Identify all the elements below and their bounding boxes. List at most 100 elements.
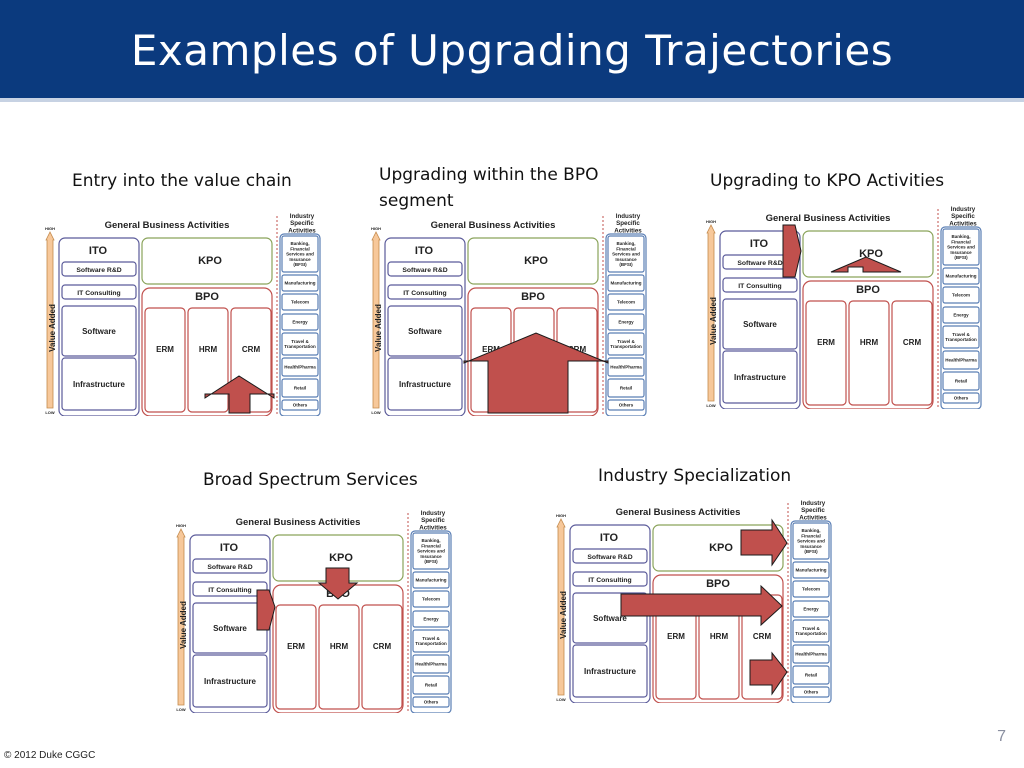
industry-item-label: Retail	[805, 673, 817, 678]
svg-text:Travel &: Travel &	[952, 332, 970, 337]
svg-text:Others: Others	[619, 403, 634, 408]
svg-text:Health/Pharma: Health/Pharma	[610, 365, 642, 370]
ito-item	[387, 357, 463, 411]
svg-text:Transportation: Transportation	[945, 337, 977, 342]
kpo-title: KPO	[329, 552, 353, 564]
industry-item	[281, 399, 319, 411]
svg-text:Health/Pharma: Health/Pharma	[284, 365, 316, 370]
slide-number: 7	[997, 728, 1006, 745]
industry-item	[412, 654, 450, 674]
axis-high-label: HIGH	[706, 219, 716, 224]
axis-low-label: LOW	[45, 410, 55, 415]
svg-text:Energy: Energy	[423, 617, 439, 622]
ito-item	[61, 284, 137, 300]
svg-text:Activities: Activities	[949, 220, 977, 227]
caption-entry: Entry into the value chain	[72, 171, 292, 191]
svg-text:Manufacturing: Manufacturing	[416, 578, 447, 583]
ito-item-label: Infrastructure	[584, 667, 637, 676]
industry-item	[792, 580, 830, 598]
axis-low-label: LOW	[371, 410, 381, 415]
svg-text:Health/Pharma: Health/Pharma	[945, 358, 977, 363]
axis-high-label: HIGH	[371, 226, 381, 231]
svg-text:Services and: Services and	[612, 252, 640, 257]
value-axis-arrow	[556, 518, 566, 696]
upgrade-arrow-right-ito-to-kpo	[782, 224, 802, 278]
industry-item-label: Others	[954, 396, 969, 401]
svg-text:Services and: Services and	[417, 549, 445, 554]
ito-title: ITO	[89, 245, 108, 257]
industry-item-label: Manufacturing	[416, 578, 447, 583]
industry-item	[942, 350, 980, 370]
svg-text:Activities: Activities	[419, 524, 447, 531]
industry-item	[792, 522, 830, 560]
bpo-item	[144, 307, 186, 413]
ito-item-label: Software	[593, 614, 627, 623]
svg-text:Transportation: Transportation	[795, 631, 827, 636]
industry-item-label: Health/Pharma	[945, 358, 977, 363]
svg-text:Health/Pharma: Health/Pharma	[795, 652, 827, 657]
general-business-header: General Business Activities	[431, 220, 556, 231]
svg-text:Travel &: Travel &	[802, 626, 820, 631]
industry-item-label: Travel &Transportation	[415, 636, 447, 646]
svg-text:Insurance: Insurance	[420, 554, 442, 559]
industry-item-label: Telecom	[617, 300, 635, 305]
kpo-title: KPO	[198, 255, 222, 267]
svg-text:Retail: Retail	[425, 683, 437, 688]
industry-item	[607, 235, 645, 273]
industry-item	[792, 665, 830, 685]
bpo-item-label: HRM	[710, 632, 729, 641]
industry-item-label: Energy	[292, 320, 308, 325]
bpo-item-label: HRM	[860, 338, 879, 347]
industry-item-label: Others	[424, 700, 439, 705]
industry-item	[942, 325, 980, 349]
industry-item-label: Travel &Transportation	[284, 339, 316, 349]
industry-item-label: Telecom	[952, 293, 970, 298]
ito-item-label: Software	[82, 327, 116, 336]
industry-item	[792, 600, 830, 618]
industry-item	[281, 378, 319, 398]
industry-item	[607, 378, 645, 398]
industry-item	[942, 306, 980, 324]
bpo-item	[891, 300, 933, 406]
svg-text:Others: Others	[954, 396, 969, 401]
ito-item	[387, 284, 463, 300]
kpo-box	[467, 237, 599, 285]
svg-text:Manufacturing: Manufacturing	[796, 568, 827, 573]
svg-text:Industry: Industry	[801, 500, 826, 507]
ito-item-label: Infrastructure	[73, 380, 126, 389]
upgrade-arrow-right-ito-to-bpo	[256, 589, 276, 631]
bpo-item	[318, 604, 360, 710]
industry-item	[942, 371, 980, 391]
industry-item-label: Retail	[620, 386, 632, 391]
industry-item-label: Travel &Transportation	[610, 339, 642, 349]
ito-item	[61, 305, 137, 357]
industry-item	[942, 228, 980, 266]
svg-text:Specific: Specific	[290, 220, 314, 227]
upgrade-arrow-right-software-to-industry	[620, 584, 783, 627]
svg-text:Services and: Services and	[947, 245, 975, 250]
industry-item-label: Others	[619, 403, 634, 408]
svg-text:Manufacturing: Manufacturing	[946, 274, 977, 279]
svg-text:Travel &: Travel &	[617, 339, 635, 344]
bpo-item-label: CRM	[753, 632, 772, 641]
industry-item	[412, 571, 450, 589]
svg-text:Specific: Specific	[421, 517, 445, 524]
upgrade-arrow-up-bpo-to-kpo	[830, 256, 902, 273]
svg-text:Travel &: Travel &	[291, 339, 309, 344]
bpo-item-label: ERM	[287, 642, 305, 651]
industry-item	[281, 274, 319, 292]
industry-item-label: Health/Pharma	[284, 365, 316, 370]
industry-item	[412, 629, 450, 653]
industry-item-label: Travel &Transportation	[945, 332, 977, 342]
axis-high-label: HIGH	[176, 523, 186, 528]
svg-text:Specific: Specific	[616, 220, 640, 227]
ito-title: ITO	[220, 542, 239, 554]
value-axis-arrow	[706, 224, 716, 402]
